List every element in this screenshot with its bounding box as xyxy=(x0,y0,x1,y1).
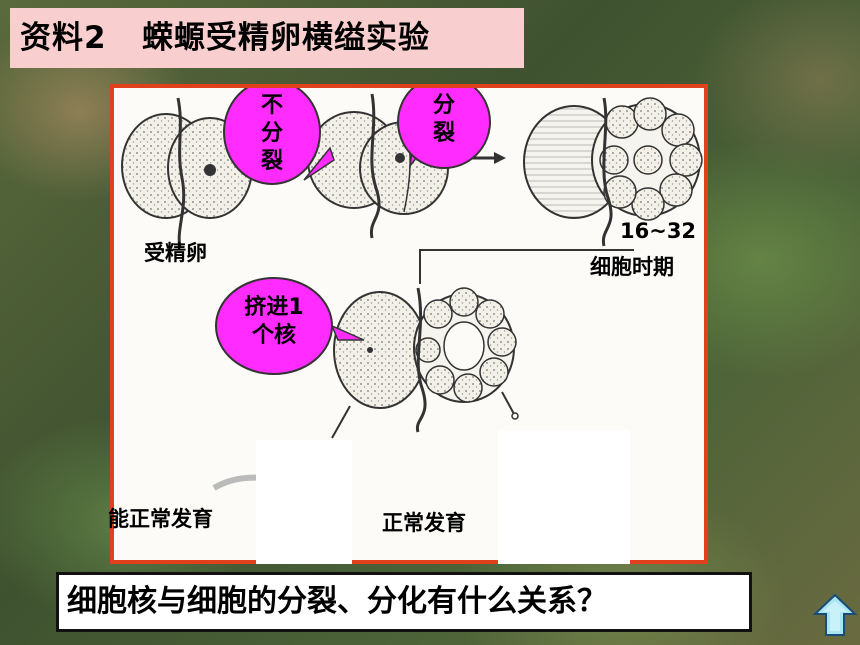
up-arrow-icon xyxy=(812,593,858,636)
cell-stage-egg-diagram xyxy=(523,97,703,247)
callout-squeeze xyxy=(215,277,365,375)
squeezed-nucleus-egg-diagram xyxy=(333,287,517,433)
fertilized-egg-label: 受精卵 xyxy=(144,241,207,265)
callout-squeeze-text: 挤进1 个核 xyxy=(244,295,304,348)
mask-panel-right xyxy=(498,430,630,564)
callout-divide-text: 分 裂 xyxy=(432,93,455,146)
develop-normally-center-label: 正常发育 xyxy=(382,511,466,535)
mask-panel-left xyxy=(256,440,352,564)
callout-no-divide xyxy=(223,88,335,185)
experiment-diagram xyxy=(121,88,703,491)
develop-normally-left-label: 能正常发育 xyxy=(108,507,213,531)
slide-title: 资料2 蝾螈受精卵横缢实验 xyxy=(10,8,524,68)
callout-no-divide-text: 不 分 裂 xyxy=(260,93,283,174)
cell-stage-text-label: 细胞时期 xyxy=(590,255,674,279)
experiment-figure: 不 分 裂 分 裂 挤进1 个核 受精卵 16~32 细胞时期 能正常发育 正常… xyxy=(108,84,708,564)
question-box: 细胞核与细胞的分裂、分化有什么关系？ xyxy=(56,572,752,632)
callout-divide xyxy=(397,88,491,169)
cell-stage-number-label: 16~32 xyxy=(620,219,697,243)
up-navigation-button[interactable] xyxy=(812,592,858,638)
